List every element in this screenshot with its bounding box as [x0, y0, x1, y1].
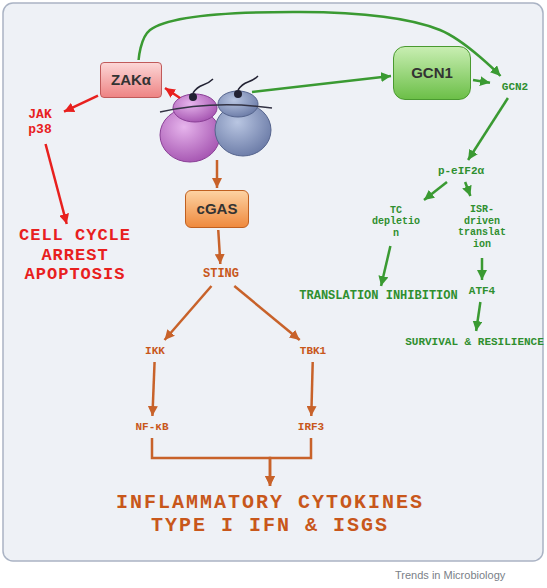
node-text: JAK p38: [18, 108, 62, 138]
signal-arrow: [64, 96, 98, 112]
signal-arrow: [311, 362, 312, 416]
publisher-label: Trends in Microbiology: [395, 569, 505, 581]
node-text: TRANSLATION INHIBITION: [296, 290, 461, 304]
signal-arrow: [46, 144, 67, 224]
node-text: ZAKα: [101, 71, 161, 88]
node-text: GCN1: [394, 64, 470, 81]
outcome-text: TRANSLATION INHIBITION: [296, 288, 461, 306]
signal-arrow: [468, 98, 508, 160]
node-text: ISR-driven translation: [456, 204, 508, 250]
sensor-box: GCN1: [393, 46, 471, 100]
signal-arrow: [252, 76, 391, 92]
pathway-step: IRF3: [288, 418, 334, 436]
signal-arrow: [481, 258, 484, 280]
signal-arrow: [216, 160, 219, 188]
node-text: cGAS: [186, 200, 248, 217]
signal-arrow: [152, 438, 270, 486]
node-text: SURVIVAL & RESILIENCE: [404, 336, 545, 349]
pathway-step: ISR-driven translation: [456, 198, 508, 256]
mrna-strand: [160, 105, 272, 112]
signal-arrow: [270, 438, 311, 486]
signal-arrow: [139, 12, 501, 76]
outcome-text: CELL CYCLE ARREST APOPTOSIS: [5, 226, 145, 285]
node-text: TBK1: [288, 345, 338, 358]
signal-arrow: [465, 182, 470, 196]
signal-arrow: [165, 88, 180, 98]
signal-arrow: [381, 246, 390, 286]
pathway-step: NF-κB: [122, 418, 182, 436]
figure-frame: [3, 3, 543, 561]
pathway-step: JAK p38: [18, 104, 62, 142]
signal-arrow: [218, 230, 220, 264]
nascent-peptide: [234, 90, 242, 98]
node-text: ATF4: [460, 285, 504, 298]
pathway-step: IKK: [135, 342, 175, 360]
pathway-step: ATF4: [460, 282, 504, 300]
nascent-peptide: [193, 79, 213, 93]
node-text: TC depletion: [370, 205, 422, 240]
nascent-peptide: [189, 93, 197, 101]
pathway-step: p-eIF2α: [420, 162, 502, 180]
pathway-step: TC depletion: [370, 200, 422, 244]
node-text: p-eIF2α: [420, 165, 502, 178]
signal-arrow: [424, 182, 447, 200]
sensor-box: cGAS: [185, 190, 249, 228]
node-text: CELL CYCLE ARREST APOPTOSIS: [5, 226, 145, 285]
node-text: IRF3: [288, 421, 334, 434]
ribosome-small-subunit: [218, 91, 258, 117]
outcome-text: INFLAMMATORY CYTOKINES TYPE I IFN & ISGS: [105, 488, 435, 540]
signal-arrow: [234, 286, 299, 340]
signal-arrow: [165, 286, 212, 340]
pathway-step: GCN2: [492, 78, 538, 96]
pathway-step: STING: [196, 266, 246, 284]
node-text: NF-κB: [122, 421, 182, 434]
node-text: INFLAMMATORY CYTOKINES TYPE I IFN & ISGS: [105, 491, 435, 537]
signal-arrow: [152, 362, 154, 416]
node-text: GCN2: [492, 81, 538, 94]
signal-arrow: [473, 80, 490, 83]
pathway-step: TBK1: [288, 342, 338, 360]
node-text: IKK: [135, 345, 175, 358]
kinase-box: ZAKα: [100, 62, 162, 98]
signal-arrow: [476, 302, 480, 331]
node-text: STING: [196, 268, 246, 282]
nascent-peptide: [238, 76, 258, 90]
outcome-text: SURVIVAL & RESILIENCE: [404, 333, 545, 351]
